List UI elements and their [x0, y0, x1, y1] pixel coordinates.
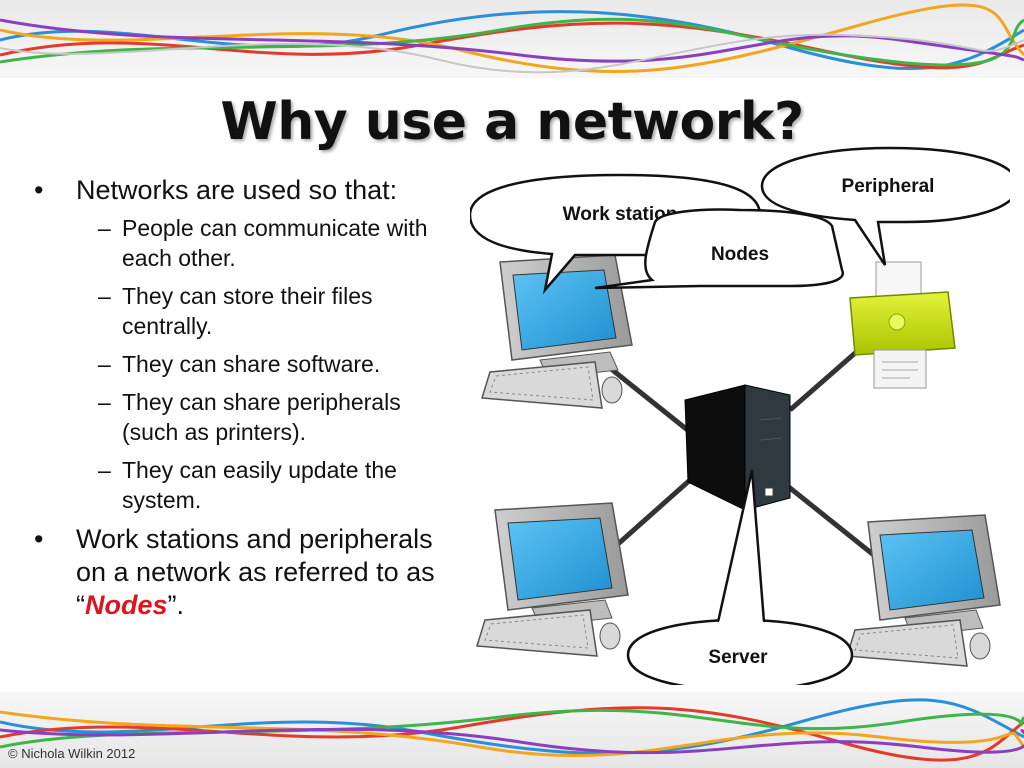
- callout-nodes: Nodes: [594, 208, 845, 290]
- link-line: [778, 478, 882, 562]
- callout-server-label: Server: [708, 647, 768, 668]
- callout-nodes-label: Nodes: [711, 244, 769, 265]
- sub-bullet-text: They can store their files centrally.: [122, 283, 373, 339]
- sub-bullet-text: They can easily update the system.: [122, 457, 397, 513]
- link-line: [598, 358, 702, 442]
- dash-marker: –: [98, 389, 111, 415]
- copyright-footer: © Nichola Wilkin 2012: [8, 746, 136, 761]
- dash-marker: –: [98, 283, 111, 309]
- callout-server: Server: [626, 469, 854, 685]
- sub-bullet-item: –They can share software.: [30, 349, 460, 379]
- sub-bullet-text: They can share software.: [122, 351, 381, 377]
- dash-marker: –: [98, 215, 111, 241]
- sub-bullet-text: People can communicate with each other.: [122, 215, 428, 271]
- bottom-decorative-band: [0, 692, 1024, 768]
- callout-peripheral: Peripheral: [760, 146, 1010, 266]
- bullet-dot: •: [34, 524, 44, 554]
- sub-bullet-item: –They can share peripherals (such as pri…: [30, 387, 460, 447]
- bullet-item: • Work stations and peripherals on a net…: [30, 523, 460, 622]
- server-node: [684, 384, 791, 511]
- workstation-node: [481, 254, 633, 409]
- dash-marker: –: [98, 351, 111, 377]
- workstation-node: [846, 514, 1001, 667]
- network-diagram: Work station Peripheral Nodes Server: [470, 146, 1010, 685]
- top-decorative-band: [0, 0, 1024, 78]
- sub-bullet-text: They can share peripherals (such as prin…: [122, 389, 401, 445]
- bullet-text: Networks are used so that:: [76, 175, 398, 205]
- bullet-dot: •: [34, 175, 44, 205]
- nodes-emphasis: Nodes: [85, 590, 168, 620]
- bullet-text-end: ”.: [167, 590, 185, 620]
- sub-bullet-item: –They can store their files centrally.: [30, 281, 460, 341]
- dash-marker: –: [98, 457, 111, 483]
- callout-workstation-label: Work station: [563, 204, 678, 225]
- bullet-item: • Networks are used so that:: [30, 174, 460, 207]
- sub-bullet-item: –They can easily update the system.: [30, 455, 460, 515]
- printer-node: [849, 261, 956, 389]
- callout-peripheral-label: Peripheral: [842, 176, 935, 197]
- bullet-text: Work stations and peripherals on a netwo…: [76, 524, 435, 620]
- workstation-node: [476, 502, 629, 657]
- sub-bullet-item: –People can communicate with each other.: [30, 213, 460, 273]
- slide-title: Why use a network?: [220, 92, 804, 152]
- bullet-list: • Networks are used so that: –People can…: [30, 174, 460, 628]
